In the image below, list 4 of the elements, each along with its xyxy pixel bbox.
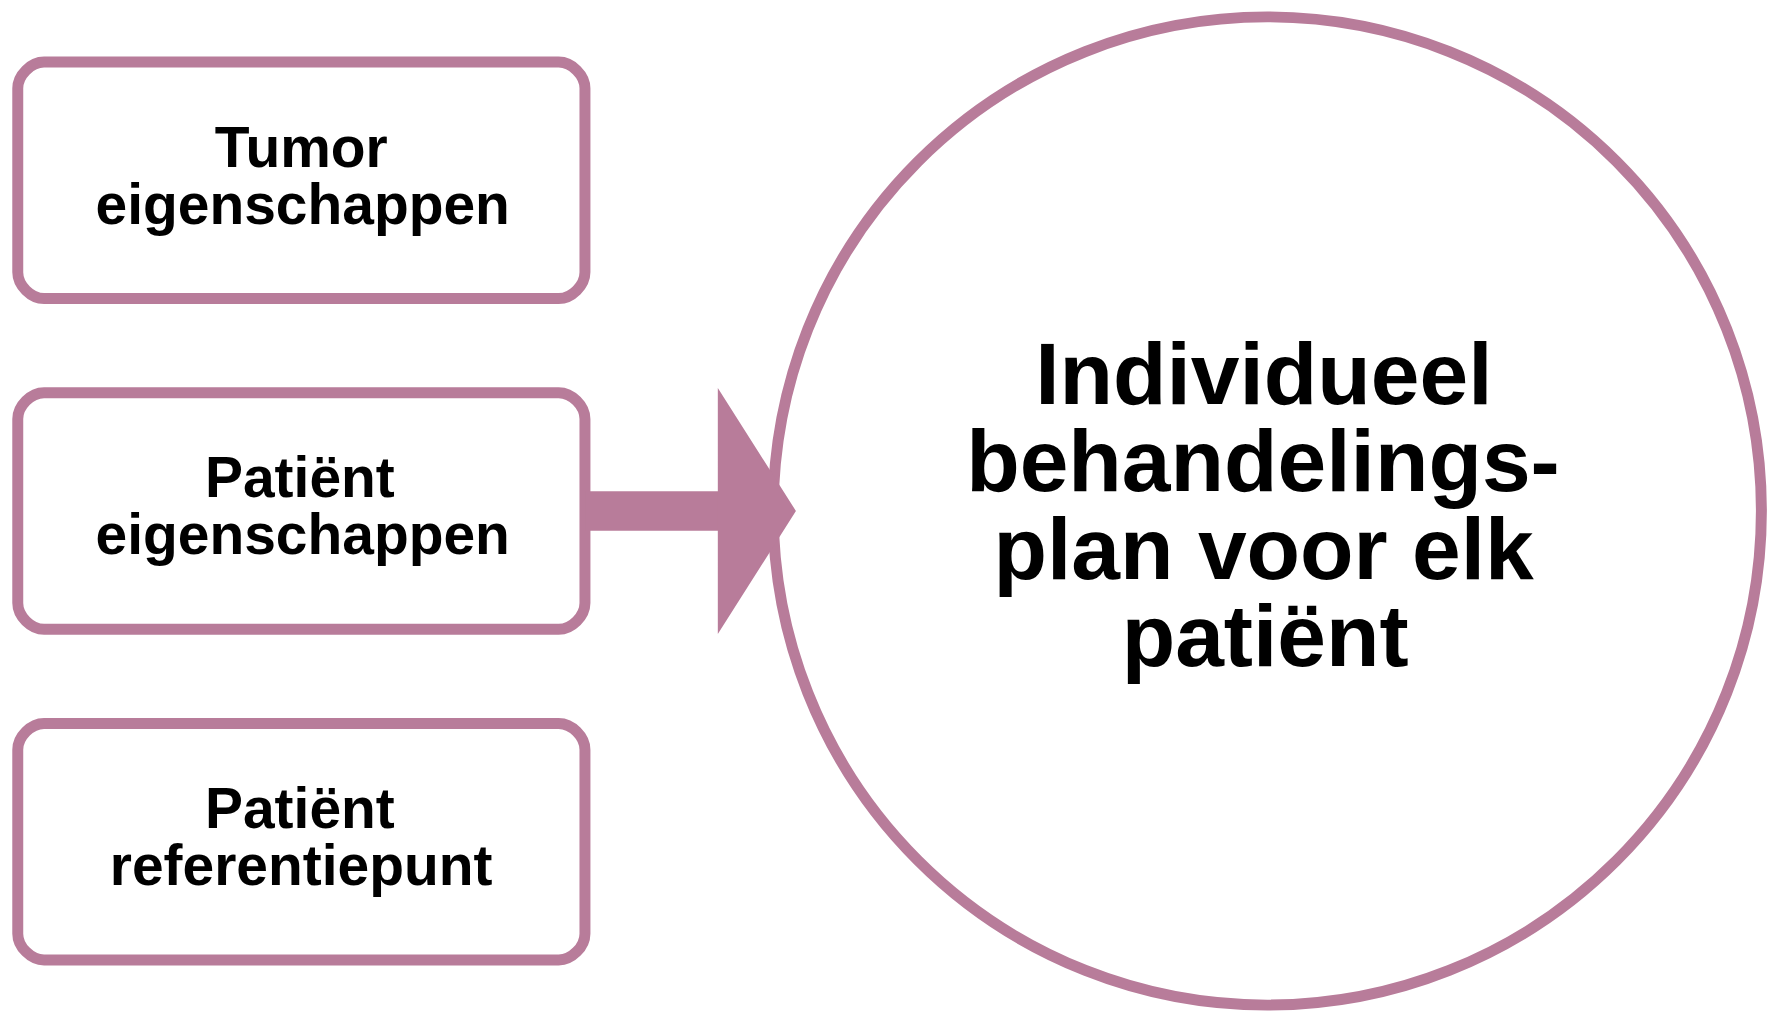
- node-box: Patiënt referentiepunt: [11, 717, 590, 966]
- node-box: Patiënt eigenschappen: [11, 387, 590, 635]
- node-box: Tumor eigenschappen: [11, 56, 590, 305]
- node-circle: Individueel behandelings- plan voor elk patiënt: [767, 11, 1767, 1011]
